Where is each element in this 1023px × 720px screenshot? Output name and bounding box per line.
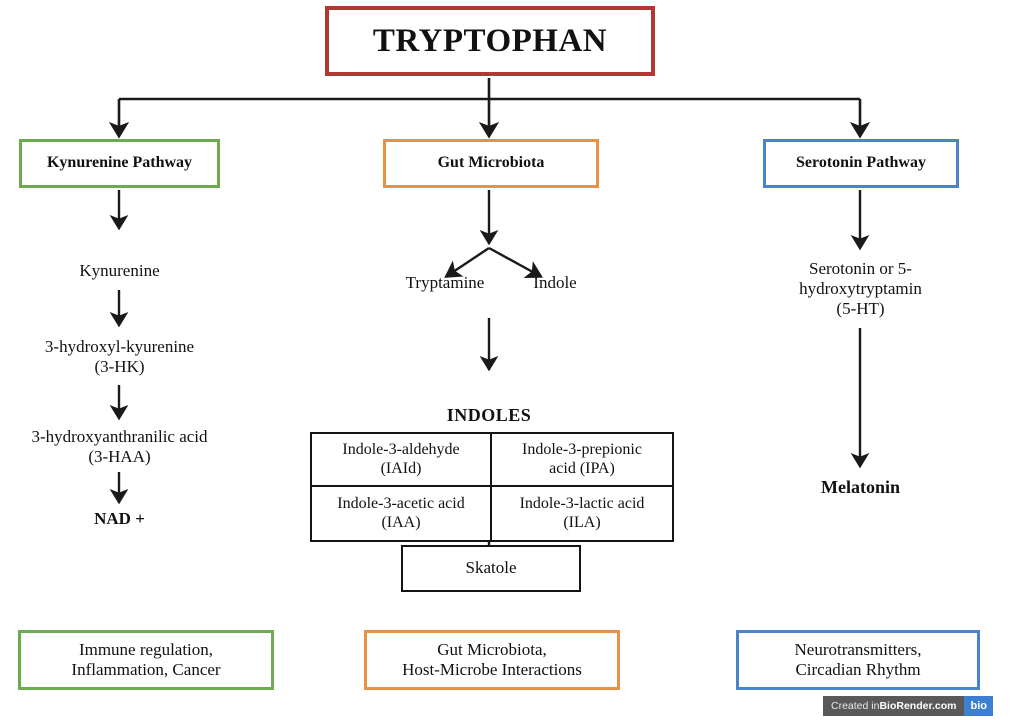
trunk-connector [119,78,860,101]
step-kynurenine: Kynurenine [79,260,160,280]
step-serotonin-5ht: Serotonin or 5- hydroxytryptamin (5-HT) [799,258,922,319]
pathway-header-gut-microbiota[interactable]: Gut Microbiota [383,139,599,188]
table-cell-indole-3-aldehyde: Indole-3-aldehyde (IAId) [310,432,492,487]
table-cell-skatole: Skatole [401,545,581,592]
indoles-group-label: INDOLES [446,405,532,426]
step-3-hydroxyanthranilic-acid: 3-hydroxyanthranilic acid (3-HAA) [31,426,208,466]
pathway-header-serotonin[interactable]: Serotonin Pathway [763,139,959,188]
outcome-box-serotonin[interactable]: Neurotransmitters, Circadian Rhythm [736,630,980,690]
table-cell-indole-3-acetic-acid: Indole-3-acetic acid (IAA) [310,485,492,542]
table-cell-indole-3-prepionic-acid: Indole-3-prepionic acid (IPA) [490,432,674,487]
page-title: TRYPTOPHAN [325,6,655,76]
outcome-box-kynurenine[interactable]: Immune regulation, Inflammation, Cancer [18,630,274,690]
metabolite-tryptamine: Tryptamine [405,272,485,292]
step-nad-plus: NAD + [94,508,145,528]
watermark-badge: bio [964,696,993,716]
watermark-text: Created in BioRender.com [823,696,965,716]
biorender-watermark[interactable]: Created in BioRender.com bio [823,696,993,716]
metabolite-indole: Indole [533,272,577,292]
watermark-brand: BioRender.com [879,700,957,712]
outcome-box-gut-microbiota[interactable]: Gut Microbiota, Host-Microbe Interaction… [364,630,620,690]
table-cell-indole-3-lactic-acid: Indole-3-lactic acid (ILA) [490,485,674,542]
pathway-header-kynurenine[interactable]: Kynurenine Pathway [19,139,220,188]
watermark-prefix: Created in [831,700,880,712]
step-melatonin: Melatonin [821,477,900,498]
step-3-hydroxyl-kyurenine: 3-hydroxyl-kyurenine (3-HK) [44,336,195,376]
